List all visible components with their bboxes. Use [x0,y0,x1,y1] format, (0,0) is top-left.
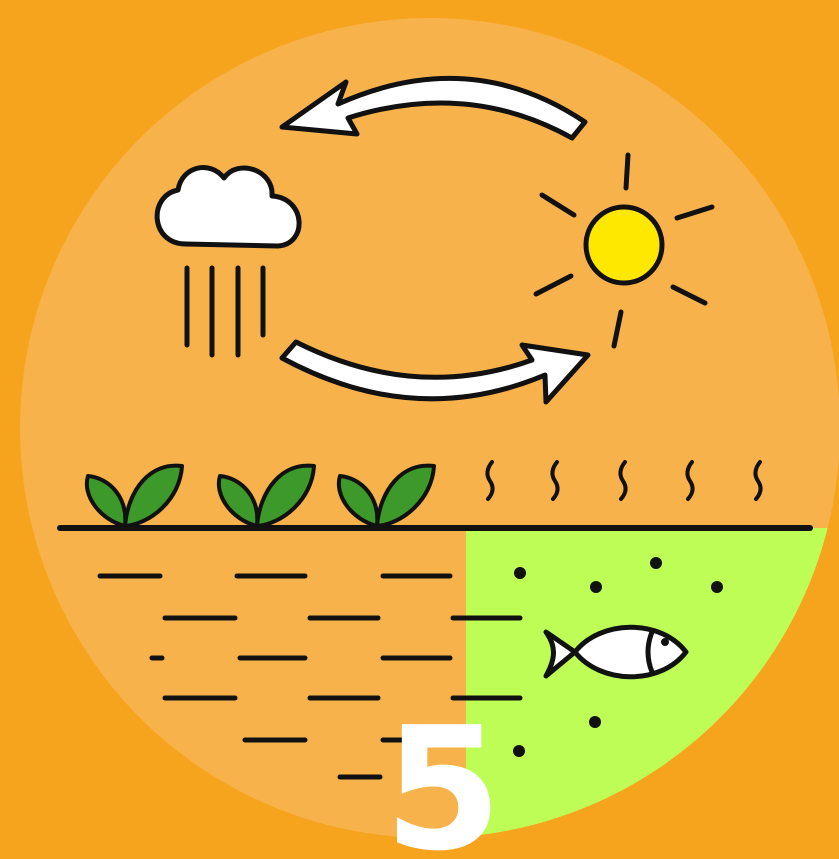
badge-number: 5 [384,691,502,859]
